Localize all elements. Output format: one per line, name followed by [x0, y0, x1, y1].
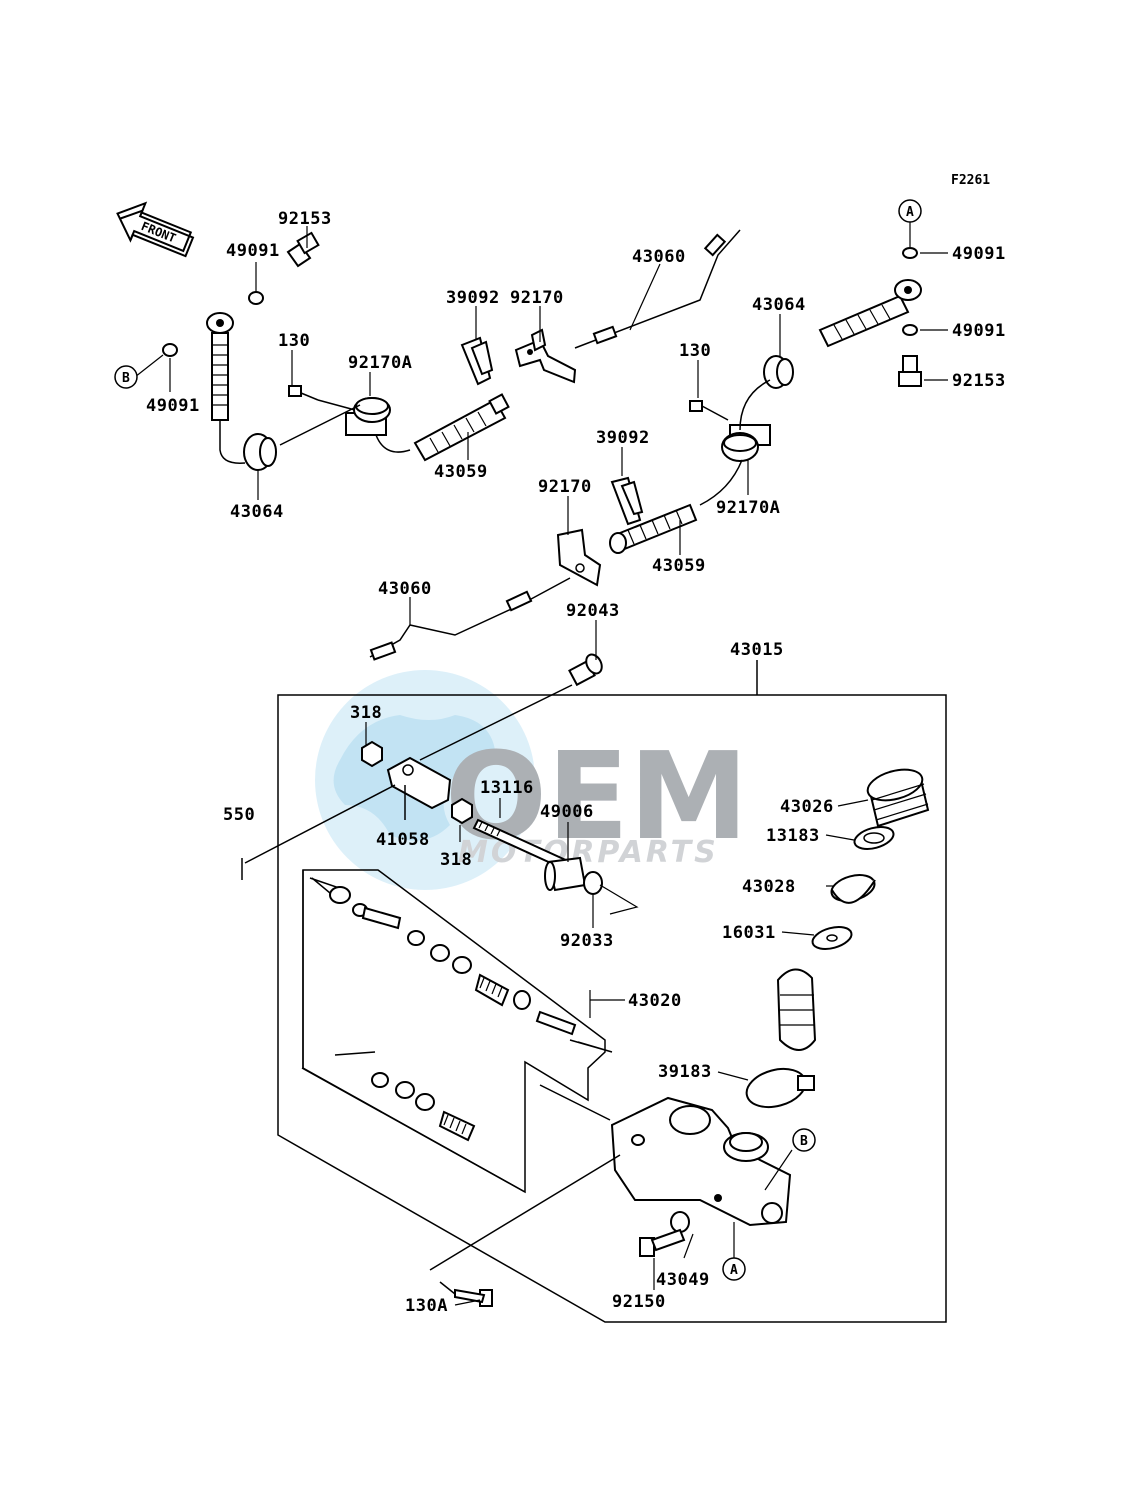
lower-bracket-92170	[556, 528, 602, 587]
label-92153-right: 92153	[952, 371, 1006, 391]
label-39183: 39183	[658, 1062, 712, 1082]
label-13116: 13116	[480, 778, 534, 798]
left-bolt-92153	[286, 231, 320, 268]
label-43020: 43020	[628, 991, 682, 1011]
watermark-brand: OEM	[445, 728, 748, 867]
leader-lines	[134, 222, 948, 1306]
pin-92043	[419, 653, 603, 761]
upper-rod-43060	[574, 229, 741, 349]
label-92043: 92043	[566, 601, 620, 621]
assembly-outline-43015	[277, 694, 947, 1323]
svg-text:B: B	[122, 371, 130, 386]
label-92033: 92033	[560, 931, 614, 951]
label-92150: 92150	[612, 1292, 666, 1312]
upper-clip-39092	[460, 336, 494, 386]
figure-code: F2261	[951, 173, 990, 188]
label-43028: 43028	[742, 877, 796, 897]
label-13183: 13183	[766, 826, 820, 846]
label-550: 550	[223, 805, 255, 825]
label-49006: 49006	[540, 802, 594, 822]
label-43015: 43015	[730, 640, 784, 660]
plate-16031	[811, 926, 853, 950]
label-49091-right-mid: 49091	[952, 321, 1006, 341]
right-cable-upper	[818, 279, 922, 348]
left-grommet-43064	[243, 433, 277, 471]
cap-43026	[866, 768, 930, 828]
front-arrow-icon: FRONT	[116, 201, 195, 258]
label-41058: 41058	[376, 830, 430, 850]
label-130-left: 130	[278, 331, 310, 351]
left-washer-bottom	[162, 343, 178, 357]
label-318-bottom: 318	[440, 850, 472, 870]
bolt-130A	[439, 1281, 493, 1307]
label-49091-right-top: 49091	[952, 244, 1006, 264]
lower-cable-43059	[609, 503, 698, 554]
circlip-92033	[583, 871, 603, 895]
right-bolt-130	[689, 400, 729, 421]
label-43026: 43026	[780, 797, 834, 817]
label-130-right: 130	[679, 341, 711, 361]
label-92170A-left: 92170A	[348, 353, 412, 373]
svg-text:B: B	[800, 1134, 808, 1149]
plate-13183	[853, 826, 895, 850]
right-washer-top	[902, 247, 918, 259]
callout-a-bottom: A	[722, 1257, 746, 1281]
nut-318-top	[361, 740, 383, 768]
label-92170-upper: 92170	[510, 288, 564, 308]
callout-b-left: B	[114, 365, 138, 389]
left-clamp-92170A	[279, 397, 411, 453]
right-bolt-92153	[898, 355, 922, 387]
right-grommet-43064	[763, 355, 794, 389]
watermark-sub: MOTORPARTS	[458, 835, 719, 870]
diaphragm-43028	[830, 874, 876, 904]
callout-b-right: B	[792, 1128, 816, 1152]
left-bolt-130	[288, 385, 319, 401]
label-39092-upper: 39092	[446, 288, 500, 308]
clamp-39183	[745, 1067, 815, 1109]
label-43059-lower: 43059	[652, 556, 706, 576]
reservoir-hose	[776, 968, 817, 1051]
left-banjo-hose	[206, 312, 246, 464]
lower-clip-39092	[610, 476, 644, 526]
svg-text:A: A	[906, 205, 914, 220]
label-92170A-right: 92170A	[716, 498, 780, 518]
master-cylinder-body	[610, 1096, 792, 1227]
bolt-92150	[639, 1228, 686, 1257]
label-130A: 130A	[405, 1296, 448, 1316]
label-39092-lower: 39092	[596, 428, 650, 448]
label-43064-left: 43064	[230, 502, 284, 522]
callout-a-top: A	[898, 199, 922, 223]
right-clamp-92170A	[699, 379, 771, 506]
label-43064-right: 43064	[752, 295, 806, 315]
label-92153-left: 92153	[278, 209, 332, 229]
svg-text:A: A	[730, 1263, 738, 1278]
lower-rod-43060	[369, 577, 571, 661]
label-43059-upper: 43059	[434, 462, 488, 482]
label-318-top: 318	[350, 703, 382, 723]
label-43060-lower: 43060	[378, 579, 432, 599]
label-43049: 43049	[656, 1270, 710, 1290]
label-92170-lower: 92170	[538, 477, 592, 497]
label-43060-upper: 43060	[632, 247, 686, 267]
nut-318-bottom	[451, 797, 473, 825]
right-washer-mid	[902, 324, 918, 336]
label-49091-left-top: 49091	[226, 241, 280, 261]
upper-cable-43059	[413, 393, 510, 462]
left-washer-top	[248, 291, 264, 305]
upper-bracket-92170	[514, 328, 577, 384]
boot-49006	[544, 856, 587, 892]
label-16031: 16031	[722, 923, 776, 943]
label-49091-left-bottom: 49091	[146, 396, 200, 416]
kit-outline-43020	[302, 869, 606, 1194]
kit-parts	[329, 886, 577, 1142]
